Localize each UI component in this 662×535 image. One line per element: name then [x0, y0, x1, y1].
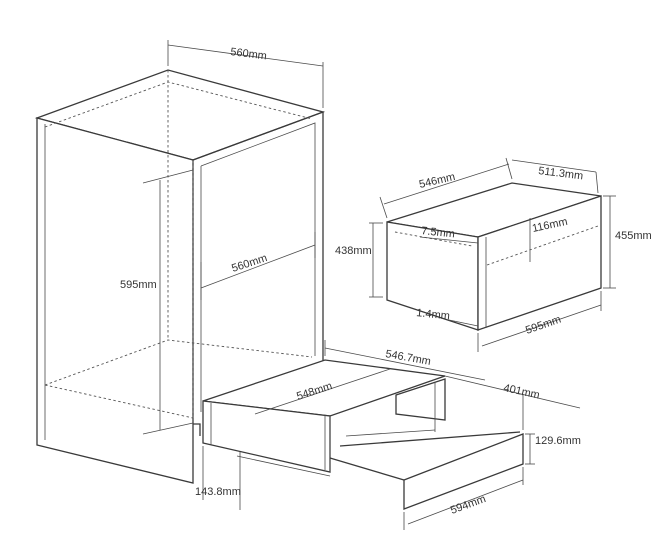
- label-143-8mm: 143.8mm: [195, 486, 241, 498]
- dim-oven-height: 438mm: [335, 222, 383, 298]
- oven-hidden-line-2: [394, 231, 473, 247]
- hidden-bottom-back: [44, 339, 313, 386]
- dim-drawer-height: 143.8mm: [195, 446, 331, 510]
- label-129-6mm: 129.6mm: [535, 435, 581, 447]
- oven-front-face: [477, 195, 602, 331]
- label-560mm-inner: 560mm: [230, 252, 269, 275]
- label-455mm: 455mm: [615, 230, 652, 242]
- cabinet-front-frame: [192, 111, 324, 362]
- dim-cabinet-inner: 560mm: [200, 232, 316, 300]
- label-594mm: 594mm: [449, 493, 488, 517]
- hidden-top-inner: [44, 81, 313, 128]
- cabinet-base-step: [193, 423, 201, 436]
- dim-oven-bottom-offset: 1.4mm: [416, 307, 479, 327]
- label-7-5mm: 7.5mm: [421, 225, 456, 240]
- dim-drawer-extension: 401mm: [444, 375, 581, 430]
- dim-oven-front-height: 455mm: [603, 195, 652, 289]
- label-595mm-oven: 595mm: [524, 314, 563, 337]
- dim-cabinet-height: 595mm: [120, 169, 194, 435]
- drawer-housing-side: [395, 378, 446, 421]
- dim-cabinet-top: 560mm: [167, 40, 324, 108]
- label-401mm: 401mm: [502, 382, 540, 401]
- dim-oven-side: 511.3mm: [511, 159, 599, 194]
- label-546mm: 546mm: [418, 171, 456, 191]
- hidden-bottom-front: [44, 384, 194, 419]
- label-595mm-height: 595mm: [120, 279, 157, 291]
- oven: [386, 182, 602, 331]
- cabinet-frame-inner: [200, 122, 316, 356]
- label-560mm-top: 560mm: [230, 46, 268, 62]
- cabinet: [34, 69, 326, 484]
- warming-drawer: [202, 359, 524, 510]
- drawer-tray-back: [339, 431, 521, 447]
- drawer-front-panel: [403, 433, 524, 510]
- drawer-tray-side-lower: [329, 457, 405, 481]
- label-438mm: 438mm: [335, 245, 372, 257]
- drawer-tray-rail: [345, 429, 436, 437]
- label-1-4mm: 1.4mm: [416, 307, 451, 322]
- label-511-3mm: 511.3mm: [538, 165, 584, 182]
- dim-drawer-front-height: 129.6mm: [525, 433, 581, 465]
- dim-oven-top-offset: 7.5mm: [419, 225, 479, 244]
